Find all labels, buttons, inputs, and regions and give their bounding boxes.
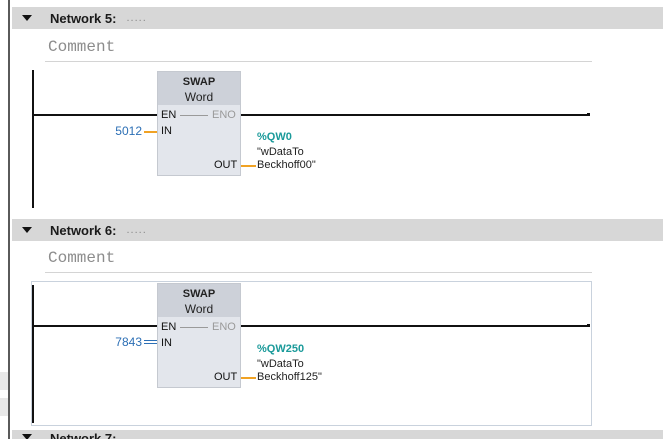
- comment-text: Comment: [48, 38, 116, 56]
- out-symbol[interactable]: Beckhoff125": [257, 371, 322, 383]
- in-wire: [144, 340, 157, 344]
- out-wire: [241, 165, 256, 167]
- network-6-comment[interactable]: Comment: [45, 245, 592, 273]
- network-title: Network 7:: [50, 431, 117, 439]
- out-symbol[interactable]: "wDataTo: [257, 358, 304, 370]
- en-wire: [34, 114, 158, 116]
- scroll-marker: [0, 398, 8, 416]
- out-address[interactable]: %QW0: [257, 131, 292, 143]
- en-wire: [34, 325, 158, 327]
- block-type: Word: [184, 90, 214, 104]
- en-eno-link: [180, 327, 208, 328]
- pin-out: OUT: [214, 371, 238, 383]
- scroll-marker: [0, 372, 8, 390]
- out-symbol[interactable]: Beckhoff00": [257, 159, 316, 171]
- block-header: SWAP Word: [158, 72, 240, 105]
- in-wire: [144, 131, 157, 133]
- network-6-header[interactable]: Network 6: .....: [12, 219, 663, 241]
- network-6-ladder: [31, 281, 592, 426]
- in-operand[interactable]: 5012: [115, 124, 142, 138]
- pin-in: IN: [161, 337, 172, 349]
- block-type: Word: [184, 302, 214, 316]
- in-operand[interactable]: 7843: [115, 335, 142, 349]
- rung-end: [587, 324, 590, 327]
- swap-block[interactable]: SWAP Word EN ENO IN OUT: [157, 71, 241, 176]
- eno-wire: [241, 325, 588, 327]
- network-title: Network 6:: [50, 222, 117, 238]
- network-7-header[interactable]: Network 7:: [12, 430, 663, 439]
- collapse-triangle-down-icon[interactable]: [22, 15, 32, 21]
- pin-en: EN: [161, 321, 177, 333]
- power-rail: [32, 70, 34, 208]
- eno-wire: [241, 114, 588, 116]
- power-rail: [32, 285, 34, 423]
- network-5-comment[interactable]: Comment: [45, 34, 592, 62]
- comment-text: Comment: [48, 249, 116, 267]
- en-eno-link: [180, 115, 208, 116]
- out-wire: [241, 377, 256, 379]
- editor-left-border: [0, 0, 10, 439]
- out-symbol[interactable]: "wDataTo: [257, 146, 304, 158]
- network-5-header[interactable]: Network 5: .....: [12, 7, 663, 29]
- pin-eno: ENO: [212, 321, 236, 333]
- block-name: SWAP: [182, 288, 216, 300]
- swap-block[interactable]: SWAP Word EN ENO IN OUT: [157, 283, 241, 388]
- pin-in: IN: [161, 125, 172, 137]
- network-title-placeholder[interactable]: .....: [126, 224, 147, 236]
- pin-eno: ENO: [212, 109, 236, 121]
- block-header: SWAP Word: [158, 284, 240, 317]
- rung-end: [587, 113, 590, 116]
- collapse-triangle-down-icon[interactable]: [22, 227, 32, 233]
- pin-en: EN: [161, 109, 177, 121]
- block-name: SWAP: [182, 76, 216, 88]
- network-title: Network 5:: [50, 10, 117, 26]
- pin-out: OUT: [214, 159, 238, 171]
- network-title-placeholder[interactable]: .....: [126, 12, 147, 24]
- collapse-triangle-down-icon[interactable]: [22, 434, 32, 439]
- out-address[interactable]: %QW250: [257, 343, 305, 355]
